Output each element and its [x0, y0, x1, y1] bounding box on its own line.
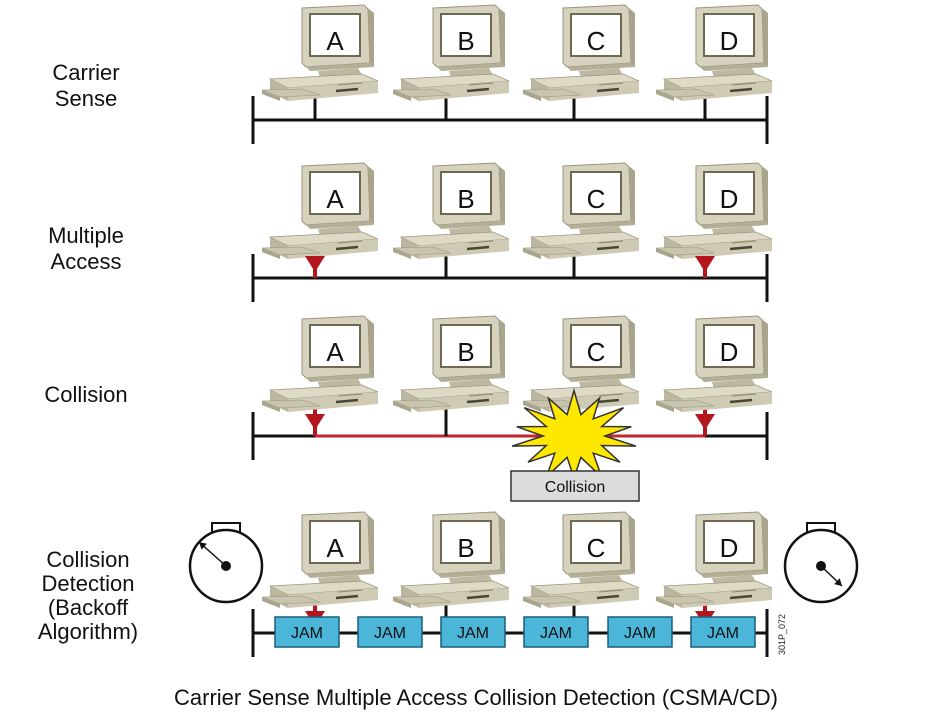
computer-icon: [260, 510, 380, 610]
computer-icon: [391, 510, 511, 610]
figure-id: 301P_072: [777, 614, 787, 655]
arrow-down-icon: [695, 414, 715, 430]
station-letter: A: [326, 533, 344, 563]
station-letter: C: [587, 533, 606, 563]
computer-icon: [654, 314, 774, 414]
arrow-down-icon: [305, 256, 325, 272]
computer-icon: [654, 510, 774, 610]
station-c: C: [521, 3, 641, 120]
station-letter: B: [457, 26, 474, 56]
computer-icon: [260, 3, 380, 103]
jam-box: [440, 616, 506, 648]
computer-icon: [260, 161, 380, 261]
computer-icon: [521, 510, 641, 610]
right-stopwatch-icon: [783, 522, 859, 604]
station-letter: A: [326, 26, 344, 56]
station-letter: A: [326, 337, 344, 367]
station-letter: B: [457, 533, 474, 563]
computer-icon: [521, 314, 641, 414]
station-d: D: [654, 3, 774, 120]
station-b: B: [391, 3, 511, 120]
station-letter: C: [587, 337, 606, 367]
jam-box: [357, 616, 423, 648]
station-letter: D: [720, 26, 739, 56]
computer-icon: [654, 3, 774, 103]
jam-label: JAM: [374, 625, 406, 642]
computer-icon: [391, 161, 511, 261]
jam-signal: JAM: [690, 616, 756, 648]
computer-icon: [391, 314, 511, 414]
jam-label: JAM: [707, 625, 739, 642]
jam-box: [523, 616, 589, 648]
computer-icon: [654, 161, 774, 261]
station-letter: D: [720, 184, 739, 214]
figure-caption: Carrier Sense Multiple Access Collision …: [174, 685, 778, 710]
jam-signal: JAM: [440, 616, 506, 648]
station-a: A: [260, 510, 380, 633]
jam-label: JAM: [457, 625, 489, 642]
collision-label: Collision: [545, 479, 605, 496]
station-letter: D: [720, 533, 739, 563]
computer-icon: [521, 3, 641, 103]
station-b: B: [391, 314, 511, 436]
jam-label: JAM: [624, 625, 656, 642]
station-c: C: [521, 161, 641, 278]
jam-signal: JAM: [357, 616, 423, 648]
station-b: B: [391, 510, 511, 633]
jam-signal: JAM: [607, 616, 673, 648]
station-a: A: [260, 3, 380, 120]
computer-icon: [521, 161, 641, 261]
station-letter: D: [720, 337, 739, 367]
station-d: D: [654, 161, 774, 278]
jam-label: JAM: [291, 625, 323, 642]
computer-icon: [260, 314, 380, 414]
computer-icon: [391, 3, 511, 103]
arrow-down-icon: [305, 414, 325, 430]
station-letter: A: [326, 184, 344, 214]
jam-label: JAM: [540, 625, 572, 642]
jam-box: [274, 616, 340, 648]
station-letter: C: [587, 184, 606, 214]
station-letter: B: [457, 337, 474, 367]
jam-signal: JAM: [274, 616, 340, 648]
station-a: A: [260, 161, 380, 278]
station-d: D: [654, 314, 774, 436]
jam-box: [690, 616, 756, 648]
arrow-down-icon: [695, 256, 715, 272]
station-b: B: [391, 161, 511, 278]
station-a: A: [260, 314, 380, 436]
station-c: C: [521, 510, 641, 633]
jam-signal: JAM: [523, 616, 589, 648]
jam-box: [607, 616, 673, 648]
station-letter: B: [457, 184, 474, 214]
station-d: D: [654, 510, 774, 633]
station-letter: C: [587, 26, 606, 56]
collision-label-box: [510, 470, 640, 502]
left-stopwatch-icon: [188, 522, 264, 604]
row-3: Collision A B C D Collision: [44, 314, 774, 502]
row-label: Collision: [44, 382, 127, 407]
